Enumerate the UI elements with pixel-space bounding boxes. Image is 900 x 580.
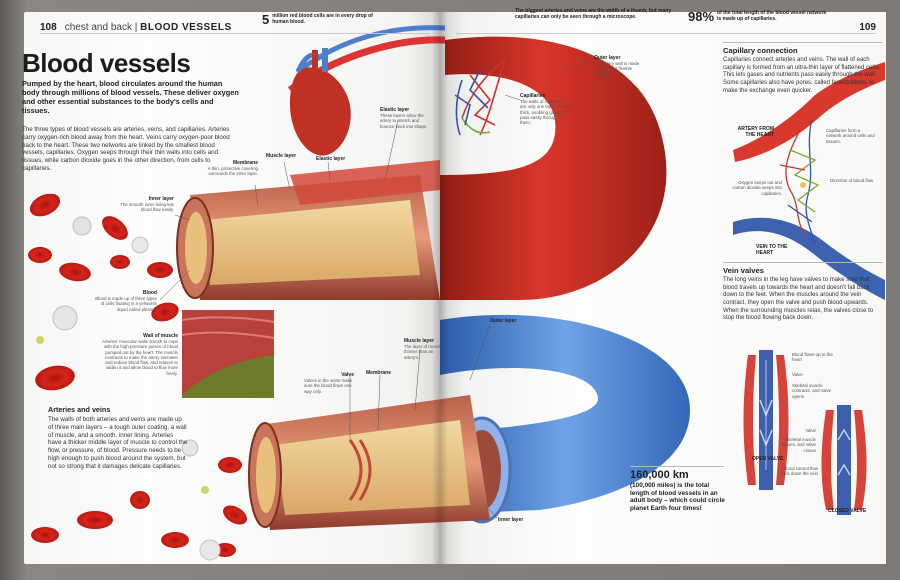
label-closed-valve: CLOSED VALVE [828,508,867,514]
left-page-number: 108 [40,22,57,33]
label-capillary-network: Capillaries form a network around cells … [826,128,875,144]
box-rule-top [723,42,883,43]
callout-number: 160,000 km [630,469,689,481]
label-blood: Blood Blood is made up of three types of… [95,290,157,312]
body-paragraph: The three types of blood vessels are art… [22,126,230,172]
label-open-valve: OPEN VALVE [752,456,784,462]
label-oxygen-seeps: Oxygen seeps out and carbon dioxide seep… [732,180,782,196]
label-membrane: Membrane A thin, protective covering sur… [207,160,258,177]
right-page-header: 109 [456,18,876,34]
arteries-veins-heading: Arteries and veins [48,405,111,414]
vein-valves-section: Vein valves The long veins in the leg ha… [723,266,883,323]
intro-paragraph: Pumped by the heart, blood circulates ar… [22,79,239,115]
page-title: Blood vessels [22,48,191,78]
label-inner-layer: Inner layer The smooth inner lining lets… [120,196,174,213]
label-elastic-layer: Elastic layer [316,156,346,162]
label-muscle-layer-vein: Muscle layer The layer of muscle is thin… [404,338,447,360]
capillary-box-title: Capillary connection [723,46,798,55]
right-page-number: 109 [859,22,876,33]
label-skeletal-relaxes: Skeletal muscle relaxes, and valve close… [780,437,816,453]
section-name: chest and back | BLOOD VESSELS [64,22,232,33]
right-fact: 98% of the total length of the blood ves… [688,10,828,23]
length-callout: 160,000 km (100,000 miles) is the total … [630,470,728,513]
label-muscle-layer: Muscle layer [266,153,297,159]
vein-valves-body: The long veins in the leg have valves to… [723,277,874,322]
right-fact-top: The biggest arteries and veins are the w… [515,8,685,20]
arteries-veins-body: The walls of both arteries and veins are… [48,416,188,470]
vein-valves-title: Vein valves [723,266,764,275]
label-outer-layer-vein: Outer layer [490,318,517,324]
capillary-connection-box: Capillary connection Capillaries connect… [723,42,883,542]
label-artery-from-heart: ARTERY FROM THE HEART [737,126,774,138]
label-wall-of-muscle: Wall of muscle Arteries' muscular walls … [102,333,178,376]
label-inner-layer-vein: Inner layer [498,517,524,523]
label-blood-flows-up: Blood flows up to the heart [792,352,833,363]
right-fact-number: 98% [688,9,715,24]
label-capillaries: Capillaries The walls of capillaries are… [520,93,570,126]
label-blood-cannot-flow: Blood cannot flow back down the vein [780,466,818,477]
label-membrane-vein: Membrane [366,370,392,376]
callout-text: (100,000 miles) is the total length of b… [630,482,725,513]
right-fact-text: of the total length of the blood vessel … [717,10,827,22]
box-rule-mid [723,262,883,263]
label-valve-closed: Valve [805,428,816,433]
label-direction-flow: Direction of blood flow [830,178,874,183]
label-skeletal-contracts: Skeletal muscle contracts, and valve ope… [792,383,832,399]
left-page-header: 108 chest and back | BLOOD VESSELS [40,18,430,34]
label-elastic-layer-detail: Elastic layer These layers allow the art… [380,107,428,129]
label-valve-open: Valve [792,372,803,377]
left-fact: 5 million red blood cells are in every d… [262,13,382,26]
label-outer-layer: Outer layer The artery wall is made of t… [594,55,640,77]
label-valve: Valve Valves in the veins make sure the … [304,372,354,394]
capillary-box-body: Capillaries connect arteries and veins. … [723,57,880,94]
callout-rule [630,466,724,467]
left-fact-number: 5 [262,12,270,27]
right-fact-top-text: The biggest arteries and veins are the w… [515,8,672,20]
label-vein-to-heart: VEIN TO THE HEART [756,244,788,256]
left-fact-text: million red blood cells are in every dro… [272,13,373,25]
